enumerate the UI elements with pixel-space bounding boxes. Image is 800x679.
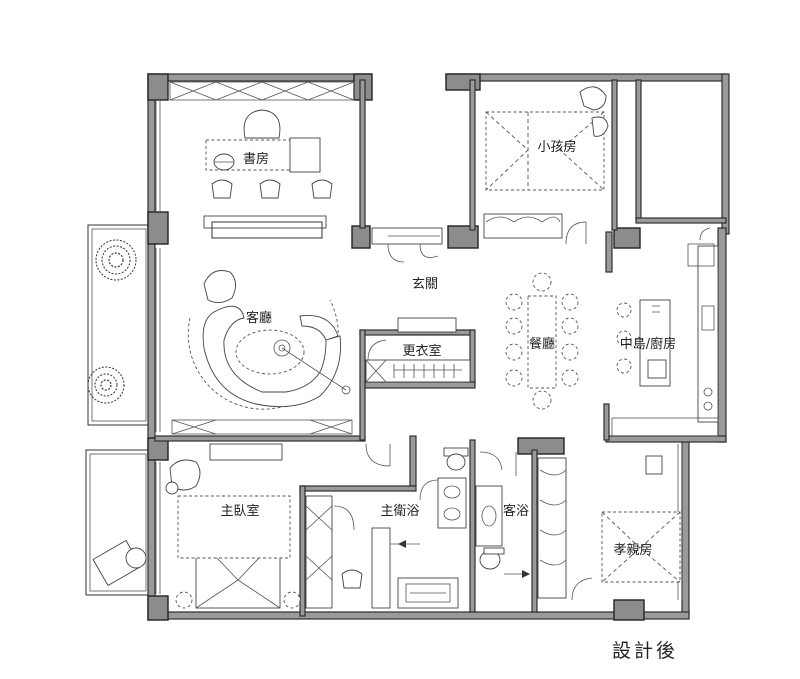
door-master	[365, 443, 391, 467]
guest-bath-fixtures	[475, 451, 530, 578]
room-label-dining-room: 餐廳	[529, 336, 555, 352]
kids-bed	[485, 111, 605, 191]
plan-caption: 設計後	[612, 640, 679, 662]
room-label-master-bedroom: 主臥室	[220, 503, 259, 519]
balcony-left-upper	[87, 224, 151, 426]
living-sofa	[187, 270, 351, 410]
toilet-icon	[443, 447, 469, 471]
door-kids	[565, 221, 587, 245]
room-label-entrance: 玄關	[412, 277, 438, 292]
room-label-kids-room: 小孩房	[537, 139, 576, 155]
study-desk	[205, 109, 333, 199]
room-label-parents-room: 孝親房	[613, 542, 652, 558]
lounge-chair-icon	[92, 539, 147, 587]
window-left-wall	[155, 100, 161, 594]
master-bed	[175, 495, 301, 609]
interior-walls	[154, 79, 727, 617]
kitchen-island	[616, 299, 671, 387]
window-study	[169, 81, 355, 101]
room-label-study: 書房	[243, 151, 269, 167]
window-living-bottom	[171, 419, 353, 435]
parents-bed	[601, 455, 681, 583]
dining-table	[505, 272, 579, 410]
study-bookshelf	[203, 215, 327, 239]
room-label-master-bath: 主衛浴	[380, 504, 419, 519]
parents-wardrobe	[537, 457, 593, 601]
master-bath-fixtures	[305, 495, 459, 609]
master-chair-icon	[165, 443, 283, 495]
room-label-guest-bath: 客浴	[503, 503, 529, 519]
door-entrance	[371, 227, 443, 263]
kitchen-counter	[611, 227, 719, 437]
closet-fixtures	[365, 317, 471, 383]
kids-chair-icon	[579, 86, 609, 137]
plant-icon	[95, 239, 137, 281]
master-bath-vanity	[419, 477, 467, 529]
plant-icon	[87, 366, 125, 404]
room-label-island-kitchen: 中島/廚房	[620, 336, 676, 352]
room-label-walk-in-closet: 更衣室	[402, 343, 441, 359]
room-label-living-room: 客廳	[246, 310, 272, 326]
kids-storage	[483, 213, 563, 239]
